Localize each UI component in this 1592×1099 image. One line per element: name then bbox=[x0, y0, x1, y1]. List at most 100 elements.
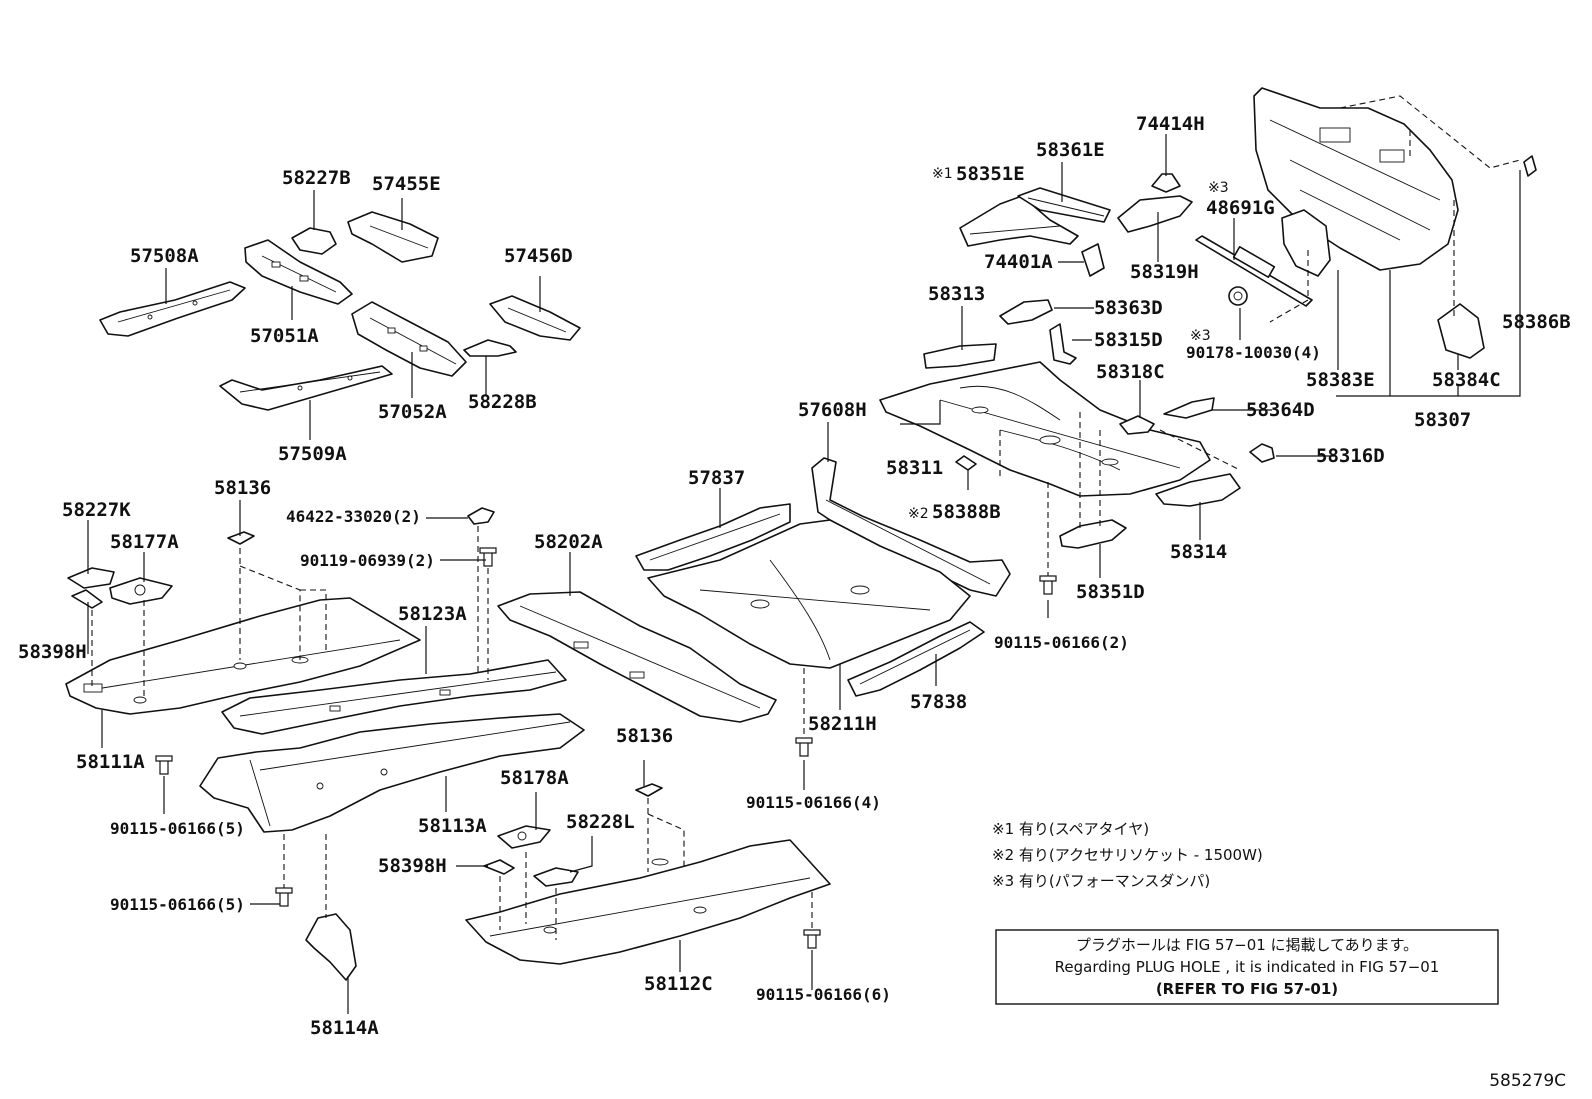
part-58315D-drawing bbox=[1049, 323, 1077, 365]
reference-line-3: (REFER TO FIG 57-01) bbox=[1156, 980, 1338, 998]
part-58386B-drawing bbox=[1523, 155, 1537, 177]
part-58361E-drawing bbox=[1017, 187, 1111, 223]
assembly-dash-lines bbox=[91, 95, 1521, 940]
label-58314: 58314 bbox=[1170, 541, 1227, 563]
part-46422-drawing bbox=[467, 507, 495, 525]
plug-hole-reference-box: プラグホールは FIG 57−01 に掲載してあります。 Regarding P… bbox=[995, 929, 1499, 1005]
part-48691G-drawing bbox=[1195, 235, 1313, 307]
part-57052A-drawing bbox=[351, 301, 467, 377]
label-90115-06166-5a: 90115-06166(5) bbox=[110, 819, 245, 838]
note-2: ※2 有り(アクセサリソケット - 1500W) bbox=[992, 846, 1263, 864]
mark-3b: ※3 bbox=[1190, 328, 1211, 344]
label-58177A: 58177A bbox=[110, 531, 179, 553]
label-58318C: 58318C bbox=[1096, 361, 1165, 383]
label-58136-a: 58136 bbox=[214, 477, 271, 499]
part-58228B-drawing bbox=[463, 339, 517, 357]
label-58363D: 58363D bbox=[1094, 297, 1163, 319]
label-58113A: 58113A bbox=[418, 815, 487, 837]
label-58313: 58313 bbox=[928, 283, 985, 305]
part-58136-a-drawing bbox=[227, 531, 255, 545]
label-58398H-a: 58398H bbox=[18, 641, 87, 663]
part-58319H-drawing bbox=[1117, 195, 1193, 233]
part-58111A-drawing bbox=[65, 597, 421, 715]
part-58313-drawing bbox=[923, 343, 997, 369]
part-58202A-drawing bbox=[497, 591, 777, 723]
part-58314-drawing bbox=[1155, 473, 1241, 507]
mark-3a: ※3 bbox=[1208, 180, 1229, 196]
label-57455E: 57455E bbox=[372, 173, 441, 195]
label-74414H: 74414H bbox=[1136, 113, 1205, 135]
part-57508A-drawing bbox=[99, 281, 246, 337]
reference-line-1: プラグホールは FIG 57−01 に掲載してあります。 bbox=[1076, 936, 1418, 954]
label-48691G: 48691G bbox=[1206, 197, 1275, 219]
label-90115-06166-5b: 90115-06166(5) bbox=[110, 895, 245, 914]
part-90119-drawing bbox=[479, 547, 497, 567]
label-58202A: 58202A bbox=[534, 531, 603, 553]
part-58364D-drawing bbox=[1163, 397, 1215, 419]
part-58136-b-drawing bbox=[635, 783, 663, 797]
label-58111A: 58111A bbox=[76, 751, 145, 773]
part-58311-drawing bbox=[879, 361, 1211, 497]
bolt-drawings bbox=[155, 575, 1057, 949]
figure-code: 585279C bbox=[1489, 1071, 1566, 1091]
label-57608H: 57608H bbox=[798, 399, 867, 421]
part-58318C-drawing bbox=[1119, 415, 1155, 435]
label-58364D: 58364D bbox=[1246, 399, 1315, 421]
label-58384C: 58384C bbox=[1432, 369, 1501, 391]
part-57455E-drawing bbox=[347, 211, 439, 263]
label-58383E: 58383E bbox=[1306, 369, 1375, 391]
label-74401A: 74401A bbox=[984, 251, 1053, 273]
part-58384C-drawing bbox=[1437, 303, 1485, 359]
label-58123A: 58123A bbox=[398, 603, 467, 625]
label-57837: 57837 bbox=[688, 467, 745, 489]
part-58114A-drawing bbox=[305, 913, 357, 981]
label-90115-06166-2: 90115-06166(2) bbox=[994, 633, 1129, 652]
label-58227K: 58227K bbox=[62, 499, 131, 521]
label-90119-06939: 90119-06939(2) bbox=[300, 551, 435, 570]
label-58351E: 58351E bbox=[956, 163, 1025, 185]
part-58113A-drawing bbox=[199, 713, 585, 833]
label-58386B: 58386B bbox=[1502, 311, 1571, 333]
label-57509A: 57509A bbox=[278, 443, 347, 465]
label-58114A: 58114A bbox=[310, 1017, 379, 1039]
part-74401A-drawing bbox=[1081, 243, 1105, 277]
label-58136-b: 58136 bbox=[616, 725, 673, 747]
part-58398H-a-drawing bbox=[71, 589, 103, 609]
label-58228L: 58228L bbox=[566, 811, 635, 833]
part-58227K-drawing bbox=[67, 567, 115, 589]
label-58316D: 58316D bbox=[1316, 445, 1385, 467]
part-58178A-drawing bbox=[497, 825, 551, 849]
part-90178-drawing bbox=[1228, 286, 1248, 306]
leader-lines bbox=[87, 134, 1521, 1014]
label-57508A: 57508A bbox=[130, 245, 199, 267]
label-58351D: 58351D bbox=[1076, 581, 1145, 603]
label-58307: 58307 bbox=[1414, 409, 1471, 431]
note-3: ※3 有り(パフォーマンスダンパ) bbox=[992, 872, 1210, 890]
part-58112C-drawing bbox=[465, 839, 831, 965]
part-58351D-drawing bbox=[1059, 519, 1127, 549]
label-46422-33020: 46422-33020(2) bbox=[286, 507, 421, 526]
part-74414H-drawing bbox=[1151, 173, 1181, 193]
part-labels: 58227B 57455E 57508A 57456D 57051A 57052… bbox=[18, 113, 1571, 1039]
label-58398H-b: 58398H bbox=[378, 855, 447, 877]
part-57838-drawing bbox=[847, 621, 985, 697]
label-58315D: 58315D bbox=[1094, 329, 1163, 351]
part-58363D-drawing bbox=[999, 299, 1053, 325]
label-58227B: 58227B bbox=[282, 167, 351, 189]
label-58228B: 58228B bbox=[468, 391, 537, 413]
part-58211H-drawing bbox=[647, 519, 971, 669]
note-1: ※1 有り(スペアタイヤ) bbox=[992, 820, 1149, 838]
label-58388B: 58388B bbox=[932, 501, 1001, 523]
label-90115-06166-6: 90115-06166(6) bbox=[756, 985, 891, 1004]
label-57456D: 57456D bbox=[504, 245, 573, 267]
label-90178: 90178-10030(4) bbox=[1186, 343, 1321, 362]
part-58123A-drawing bbox=[221, 659, 567, 735]
label-58178A: 58178A bbox=[500, 767, 569, 789]
label-57052A: 57052A bbox=[378, 401, 447, 423]
label-57838: 57838 bbox=[910, 691, 967, 713]
part-57837-drawing bbox=[635, 503, 791, 571]
label-57051A: 57051A bbox=[250, 325, 319, 347]
part-57456D-drawing bbox=[489, 295, 581, 341]
mark-1: ※1 bbox=[932, 166, 953, 182]
